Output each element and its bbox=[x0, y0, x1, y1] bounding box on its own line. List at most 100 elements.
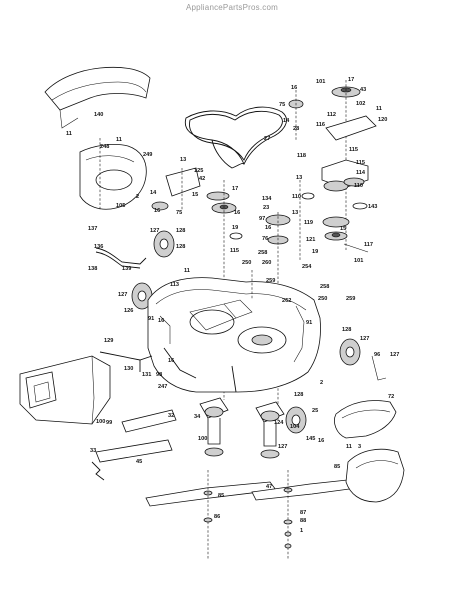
callout-label: 262 bbox=[282, 298, 291, 304]
callout-label: 128 bbox=[176, 228, 185, 234]
callout-label: 16 bbox=[234, 210, 240, 216]
callout-label: 91 bbox=[306, 320, 312, 326]
callout-label: 86 bbox=[214, 514, 220, 520]
callout-label: 101 bbox=[354, 258, 363, 264]
callout-label: 124 bbox=[274, 420, 284, 426]
belt-cover bbox=[44, 66, 151, 129]
gauge-wheel-left-lower bbox=[131, 282, 153, 310]
deflector-rod bbox=[99, 351, 153, 372]
callout-label: 43 bbox=[360, 87, 366, 93]
callout-label: 139 bbox=[122, 266, 131, 272]
callout-label: 11 bbox=[66, 131, 72, 137]
callout-label: 91 bbox=[148, 316, 154, 322]
callout-label: 259 bbox=[346, 296, 355, 302]
callout-label: 87 bbox=[300, 510, 306, 516]
gauge-wheel-right bbox=[339, 338, 361, 366]
callout-label: 102 bbox=[356, 101, 365, 107]
callout-label: 104 bbox=[290, 424, 300, 430]
callout-label: 13 bbox=[296, 175, 302, 181]
callout-label: 17 bbox=[232, 186, 238, 192]
callout-label: 110 bbox=[354, 183, 363, 189]
callout-label: 100 bbox=[198, 436, 207, 442]
callout-label: 98 bbox=[156, 372, 162, 378]
baffle-bars bbox=[95, 409, 177, 463]
callout-label: 47 bbox=[266, 484, 272, 490]
mower-deck bbox=[147, 270, 321, 393]
callout-label: 11 bbox=[184, 268, 190, 274]
callout-label: 114 bbox=[356, 170, 366, 176]
callout-label: 16 bbox=[265, 225, 271, 231]
spindle-left bbox=[199, 397, 229, 457]
callout-label: 125 bbox=[194, 168, 203, 174]
callout-label: 72 bbox=[388, 394, 394, 400]
callout-label: 16 bbox=[154, 208, 160, 214]
callout-label: 11 bbox=[116, 137, 122, 143]
callout-label: 127 bbox=[390, 352, 399, 358]
drive-belt bbox=[184, 106, 287, 169]
callout-label: 127 bbox=[118, 292, 127, 298]
callout-label: 127 bbox=[150, 228, 159, 234]
callout-label: 33 bbox=[90, 448, 96, 454]
callout-label: 121 bbox=[306, 237, 315, 243]
callout-label: 11 bbox=[346, 444, 352, 450]
callout-label: 2 bbox=[320, 380, 323, 386]
callout-label: 97 bbox=[259, 216, 265, 222]
callout-label: 110 bbox=[292, 194, 301, 200]
callout-label: 117 bbox=[364, 242, 373, 248]
callout-label: 129 bbox=[104, 338, 113, 344]
callout-label: 88 bbox=[300, 518, 306, 524]
callout-label: 34 bbox=[194, 414, 201, 420]
callout-label: 16 bbox=[158, 318, 164, 324]
callout-label: 19 bbox=[232, 225, 238, 231]
callout-label: 28 bbox=[293, 126, 299, 132]
callout-label: 45 bbox=[136, 459, 142, 465]
callout-label: 258 bbox=[258, 250, 267, 256]
callout-label: 259 bbox=[266, 278, 275, 284]
callout-label: 248 bbox=[100, 144, 109, 150]
callout-label: 2 bbox=[136, 194, 139, 200]
callout-label: 128 bbox=[176, 244, 185, 250]
callout-label: 32 bbox=[168, 413, 174, 419]
callout-label: 11 bbox=[376, 106, 382, 112]
callout-label: 115 bbox=[356, 160, 365, 166]
callout-label: 17 bbox=[348, 77, 354, 83]
callout-label: 14 bbox=[283, 118, 290, 124]
callout-label: 27 bbox=[264, 136, 270, 142]
callout-label: 128 bbox=[294, 392, 303, 398]
callout-label: 119 bbox=[304, 220, 313, 226]
callout-label: 16 bbox=[291, 85, 297, 91]
callout-label: 101 bbox=[316, 79, 325, 85]
callout-label: 138 bbox=[88, 266, 97, 272]
callout-label: 247 bbox=[158, 384, 167, 390]
callout-label: 75 bbox=[176, 210, 182, 216]
callout-label: 137 bbox=[88, 226, 97, 232]
callout-labels: 17 101 43 16 75 102 11 112 120 14 116 28… bbox=[66, 77, 399, 534]
spindle-right bbox=[255, 401, 307, 459]
callout-label: 113 bbox=[170, 282, 179, 288]
lift-rod bbox=[95, 247, 147, 269]
callout-label: 250 bbox=[318, 296, 327, 302]
discharge-chute bbox=[19, 355, 111, 425]
callout-label: 75 bbox=[279, 102, 285, 108]
callout-label: 258 bbox=[320, 284, 329, 290]
callout-label: 112 bbox=[327, 112, 336, 118]
callout-label: 120 bbox=[378, 117, 387, 123]
callout-label: 19 bbox=[312, 249, 318, 255]
callout-label: 96 bbox=[374, 352, 380, 358]
callout-label: 130 bbox=[124, 366, 133, 372]
callout-label: 249 bbox=[143, 152, 152, 158]
callout-label: 126 bbox=[124, 308, 133, 314]
callout-label: 131 bbox=[142, 372, 151, 378]
callout-label: 118 bbox=[297, 153, 306, 159]
callout-label: 15 bbox=[340, 226, 346, 232]
callout-label: 116 bbox=[316, 122, 325, 128]
callout-label: 127 bbox=[360, 336, 369, 342]
right-shield bbox=[345, 448, 405, 503]
callout-label: 143 bbox=[368, 204, 377, 210]
callout-label: 25 bbox=[312, 408, 318, 414]
callout-label: 260 bbox=[262, 260, 271, 266]
callout-label: 140 bbox=[94, 112, 103, 118]
callout-label: 42 bbox=[199, 176, 205, 182]
callout-label: 100 bbox=[96, 419, 105, 425]
